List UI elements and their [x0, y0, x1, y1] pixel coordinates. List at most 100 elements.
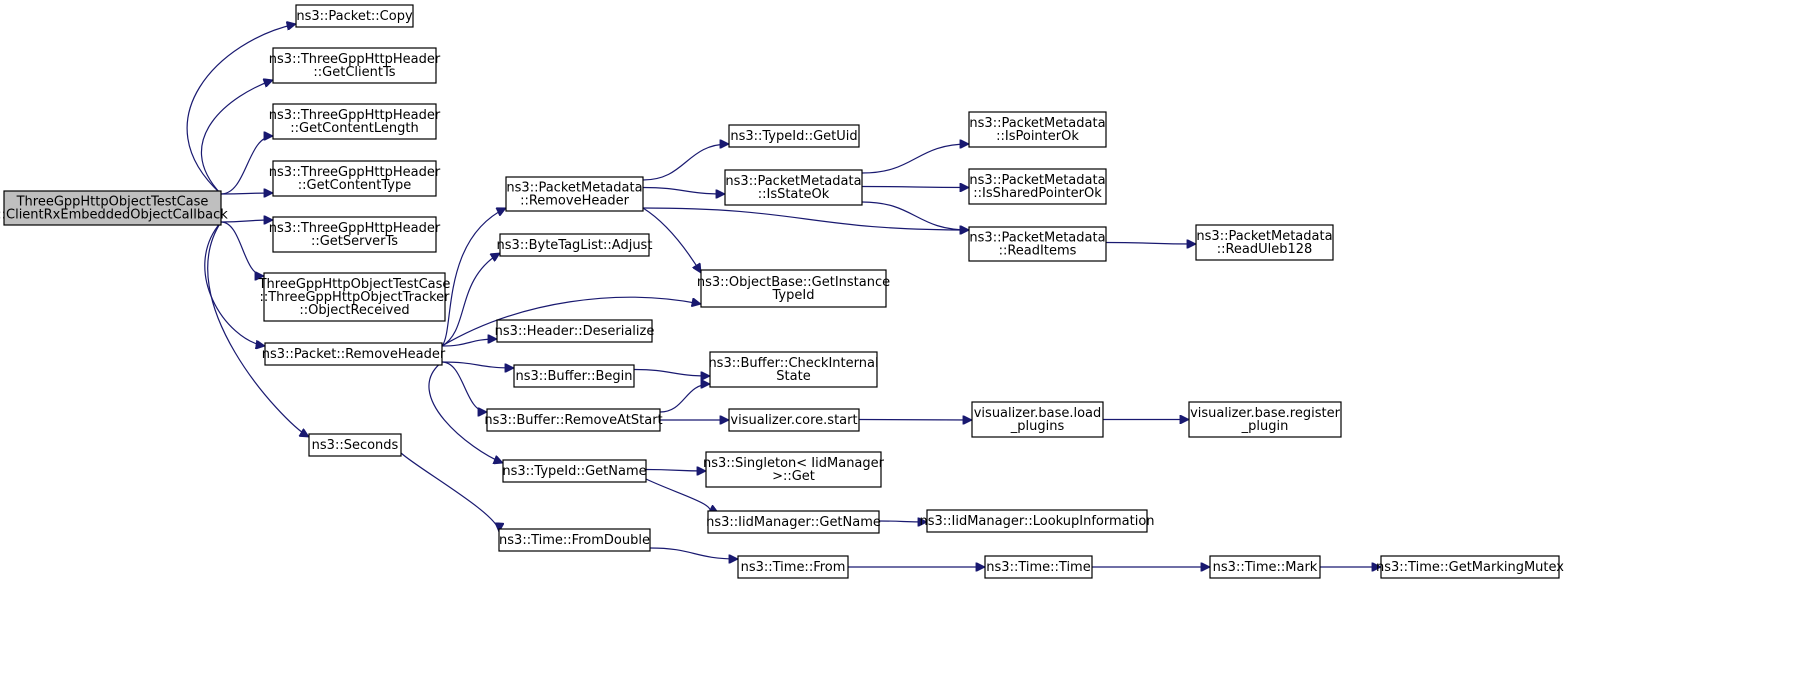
edge-pm_remove_header-to-pm_read_items: [642, 207, 969, 230]
node-time_from[interactable]: ns3::Time::From: [737, 555, 849, 579]
node-box[interactable]: [308, 433, 402, 457]
edge-root-to-get_content_type: [220, 193, 273, 194]
node-root[interactable]: ThreeGppHttpObjectTestCase::ClientRxEmbe…: [0, 190, 228, 226]
node-box[interactable]: [968, 226, 1107, 262]
node-box[interactable]: [272, 103, 437, 140]
node-get_server_ts[interactable]: ns3::ThreeGppHttpHeader::GetServerTs: [269, 216, 441, 253]
node-typeid_get_name[interactable]: ns3::TypeId::GetName: [502, 459, 647, 483]
node-box[interactable]: [513, 364, 635, 388]
nodes-layer: ThreeGppHttpObjectTestCase::ClientRxEmbe…: [0, 4, 1564, 579]
node-label: ::IsSharedPointerOk: [973, 186, 1102, 201]
edge-root-to-get_client_ts: [200, 80, 273, 195]
node-seconds[interactable]: ns3::Seconds: [308, 433, 402, 457]
node-box[interactable]: [709, 351, 878, 388]
edge-visualizer_core_start-to-visualizer_base_load_plugins: [858, 420, 972, 421]
node-iidmanager_lookup_information[interactable]: ns3::IidManager::LookupInformation: [919, 509, 1155, 533]
node-box[interactable]: [272, 47, 437, 84]
node-box[interactable]: [272, 160, 437, 197]
node-packet_copy[interactable]: ns3::Packet::Copy: [295, 4, 414, 28]
node-label: ns3::Seconds: [312, 438, 399, 453]
node-time_from_double[interactable]: ns3::Time::FromDouble: [498, 528, 651, 552]
node-get_client_ts[interactable]: ns3::ThreeGppHttpHeader::GetClientTs: [269, 47, 441, 84]
node-visualizer_base_load_plugins[interactable]: visualizer.base.load_plugins: [971, 401, 1104, 438]
node-label: ns3::PacketMetadata: [969, 173, 1105, 188]
node-box[interactable]: [499, 233, 650, 257]
node-box[interactable]: [705, 451, 882, 488]
node-box[interactable]: [498, 528, 651, 552]
node-packet_remove_header[interactable]: ns3::Packet::RemoveHeader: [262, 342, 446, 366]
edge-packet_remove_header-to-header_deserialize: [441, 339, 497, 347]
node-time_time[interactable]: ns3::Time::Time: [984, 555, 1093, 579]
node-box[interactable]: [3, 190, 222, 226]
node-label: >::Get: [772, 469, 815, 484]
node-box[interactable]: [502, 459, 647, 483]
edge-pm_read_items-to-pm_read_uleb128: [1105, 243, 1196, 245]
edge-root-to-get_server_ts: [220, 220, 273, 222]
node-pm_read_uleb128[interactable]: ns3::PacketMetadata::ReadUleb128: [1195, 224, 1334, 261]
edge-root-to-seconds: [207, 221, 309, 438]
node-buffer_remove_at_start[interactable]: ns3::Buffer::RemoveAtStart: [484, 408, 663, 432]
node-visualizer_core_start[interactable]: visualizer.core.start: [728, 408, 860, 432]
node-box[interactable]: [264, 342, 443, 366]
node-time_mark[interactable]: ns3::Time::Mark: [1209, 555, 1321, 579]
node-box[interactable]: [272, 216, 437, 253]
node-label: ns3::TypeId::GetName: [502, 464, 646, 479]
node-box[interactable]: [707, 510, 880, 534]
node-label: ns3::PacketMetadata: [969, 116, 1105, 131]
node-header_deserialize[interactable]: ns3::Header::Deserialize: [495, 319, 655, 343]
node-box[interactable]: [968, 111, 1107, 148]
node-box[interactable]: [1195, 224, 1334, 261]
node-pm_is_shared_pointer_ok[interactable]: ns3::PacketMetadata::IsSharedPointerOk: [968, 168, 1107, 205]
node-pm_is_pointer_ok[interactable]: ns3::PacketMetadata::IsPointerOk: [968, 111, 1107, 148]
node-typeid_get_uid[interactable]: ns3::TypeId::GetUid: [728, 124, 860, 148]
node-box[interactable]: [1380, 555, 1560, 579]
node-box[interactable]: [728, 408, 860, 432]
node-pm_read_items[interactable]: ns3::PacketMetadata::ReadItems: [968, 226, 1107, 262]
edge-pm_is_state_ok-to-pm_read_items: [861, 201, 969, 230]
node-label: ns3::Packet::RemoveHeader: [262, 347, 446, 362]
node-label: ns3::Time::Mark: [1213, 560, 1318, 575]
node-label: ::GetServerTs: [311, 234, 398, 249]
edge-typeid_get_name-to-singleton_get: [645, 470, 706, 472]
node-iidmanager_get_name[interactable]: ns3::IidManager::GetName: [706, 510, 881, 534]
node-label: ::GetContentType: [298, 178, 412, 193]
node-pm_remove_header[interactable]: ns3::PacketMetadata::RemoveHeader: [505, 176, 644, 212]
node-box[interactable]: [496, 319, 653, 343]
node-object_received[interactable]: ThreeGppHttpObjectTestCase::ThreeGppHttp…: [258, 272, 451, 322]
edges-layer: [186, 24, 1381, 567]
node-box[interactable]: [728, 124, 860, 148]
node-box[interactable]: [700, 269, 887, 308]
node-box[interactable]: [486, 408, 661, 432]
node-box[interactable]: [295, 4, 414, 28]
node-get_content_length[interactable]: ns3::ThreeGppHttpHeader::GetContentLengt…: [269, 103, 441, 140]
node-box[interactable]: [737, 555, 849, 579]
node-buffer_begin[interactable]: ns3::Buffer::Begin: [513, 364, 635, 388]
node-label: ns3::Time::Time: [986, 560, 1090, 575]
node-box[interactable]: [724, 169, 863, 206]
node-box[interactable]: [505, 176, 644, 212]
node-box[interactable]: [1209, 555, 1321, 579]
edge-packet_remove_header-to-objectbase_get_instance_typeid: [441, 296, 701, 347]
node-label: ns3::Buffer::CheckInternal: [708, 356, 878, 371]
node-bytetag_adjust[interactable]: ns3::ByteTagList::Adjust: [497, 233, 653, 257]
node-label: ns3::PacketMetadata: [1196, 229, 1332, 244]
node-time_get_marking_mutex[interactable]: ns3::Time::GetMarkingMutex: [1376, 555, 1564, 579]
node-label: ns3::PacketMetadata: [506, 181, 642, 196]
node-visualizer_base_register_plugin[interactable]: visualizer.base.register_plugin: [1188, 401, 1342, 438]
node-box[interactable]: [1188, 401, 1342, 438]
node-box[interactable]: [971, 401, 1104, 438]
edge-pm_remove_header-to-typeid_get_uid: [642, 144, 729, 181]
node-get_content_type[interactable]: ns3::ThreeGppHttpHeader::GetContentType: [269, 160, 441, 197]
node-label: ns3::IidManager::LookupInformation: [919, 514, 1154, 529]
node-box[interactable]: [926, 509, 1148, 533]
node-box[interactable]: [984, 555, 1093, 579]
node-pm_is_state_ok[interactable]: ns3::PacketMetadata::IsStateOk: [724, 169, 863, 206]
edge-packet_remove_header-to-bytetag_adjust: [441, 253, 500, 347]
node-box[interactable]: [968, 168, 1107, 205]
node-singleton_get[interactable]: ns3::Singleton< IidManager>::Get: [703, 451, 885, 488]
node-box[interactable]: [263, 272, 446, 322]
node-label: ::ClientRxEmbeddedObjectCallback: [0, 208, 228, 223]
